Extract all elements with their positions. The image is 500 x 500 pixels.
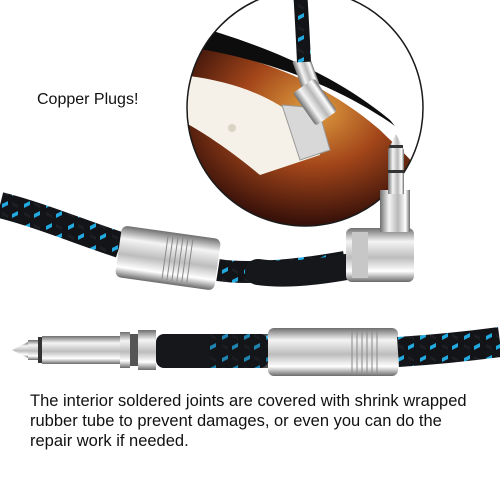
lower-cable: [12, 327, 500, 376]
copper-plugs-label: Copper Plugs!: [37, 91, 139, 108]
caption-line-1: The interior soldered joints are covered…: [30, 392, 467, 410]
upper-cable: [0, 134, 414, 290]
caption-line-2: rubber tube to prevent damages, or even …: [30, 412, 442, 430]
caption-line-3: repair work if needed.: [30, 432, 189, 450]
guitar-inset: [186, 0, 424, 227]
caption-text: The interior soldered joints are covered…: [30, 391, 490, 451]
